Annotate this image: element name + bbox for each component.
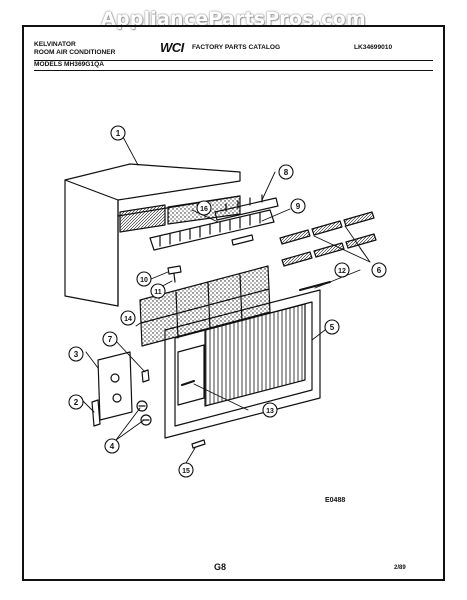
callout-7: 7 <box>108 335 113 344</box>
callout-1: 1 <box>116 129 121 138</box>
front-grille <box>164 289 321 439</box>
callout-16-marker <box>196 200 212 216</box>
callout-15: 15 <box>182 468 190 475</box>
callout-15-marker <box>178 462 194 478</box>
callout-11: 11 <box>154 289 162 296</box>
callout-14: 14 <box>124 316 132 323</box>
deflector-blade-bar <box>149 209 275 251</box>
callout-14-marker <box>120 310 136 326</box>
bracket-rail <box>214 194 279 221</box>
leader-lines <box>81 136 371 464</box>
product-label: ROOM AIR CONDITIONER <box>34 49 116 56</box>
fastener <box>181 380 195 386</box>
callout-7-marker <box>102 331 118 347</box>
callout-markers <box>68 125 387 478</box>
callout-8: 8 <box>284 168 289 177</box>
drawing-code: E0488 <box>325 497 346 504</box>
callout-5-marker <box>324 319 340 335</box>
callout-12: 12 <box>338 268 346 275</box>
callout-8-marker <box>278 164 294 180</box>
callout-5: 5 <box>330 323 335 332</box>
air-filter <box>139 265 271 347</box>
watermark: AppliancePartsPros.com <box>101 8 366 30</box>
revision-date: 2/89 <box>394 565 406 571</box>
brand-label: KELVINATOR <box>34 41 76 48</box>
header-divider-bottom <box>34 70 433 71</box>
screw-hardware <box>167 265 182 283</box>
header-divider-top <box>34 60 433 61</box>
screw <box>191 439 206 449</box>
page-code: G8 <box>214 562 227 572</box>
panel-bracket <box>91 399 101 427</box>
callout-4: 4 <box>110 442 115 451</box>
callout-6-marker <box>371 262 387 278</box>
models-label: MODELS MH369G1QA <box>34 61 104 68</box>
callout-12-marker <box>334 262 350 278</box>
callout-4-marker <box>104 438 120 454</box>
callout-1-marker <box>110 125 126 141</box>
callout-6: 6 <box>377 266 382 275</box>
clip <box>231 234 254 246</box>
callout-2-marker <box>68 394 84 410</box>
callout-10: 10 <box>140 277 148 284</box>
wci-logo: WCI <box>160 40 184 55</box>
control-knobs <box>136 400 152 426</box>
callout-9-marker <box>290 198 306 214</box>
callout-11-marker <box>150 283 166 299</box>
catalog-number: LK34699010 <box>354 44 393 51</box>
catalog-title: FACTORY PARTS CATALOG <box>192 44 281 51</box>
catalog-sheet: KELVINATOR ROOM AIR CONDITIONER WCI FACT… <box>22 25 445 581</box>
control-panel <box>97 351 133 421</box>
switch <box>141 369 150 383</box>
callout-3-marker <box>68 346 84 362</box>
callout-9: 9 <box>296 202 301 211</box>
callout-2: 2 <box>74 398 79 407</box>
callout-3: 3 <box>74 350 79 359</box>
callout-13: 13 <box>266 408 274 415</box>
callout-13-marker <box>262 402 278 418</box>
callout-16: 16 <box>200 206 208 213</box>
callout-10-marker <box>136 271 152 287</box>
rod <box>299 281 331 291</box>
